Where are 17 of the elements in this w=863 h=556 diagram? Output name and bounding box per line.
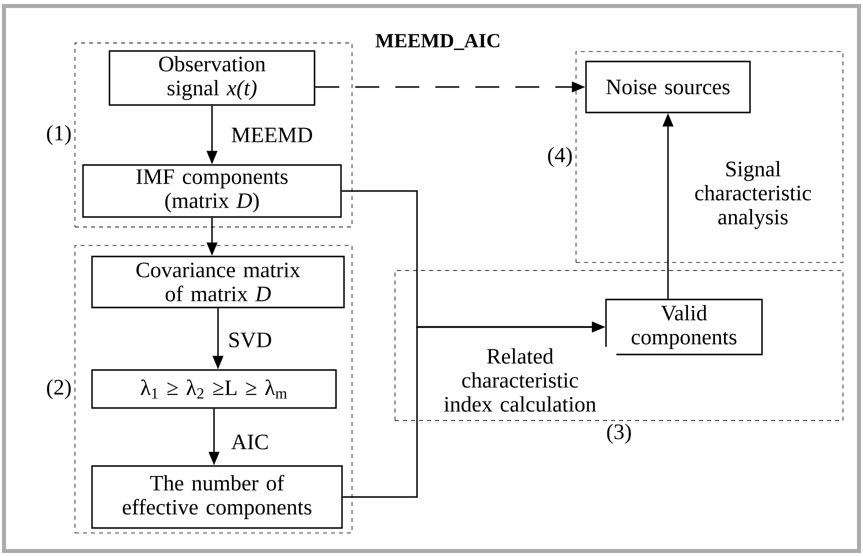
process-box: Observation signal x(t): [108, 50, 316, 106]
title: MEEMD_AIC: [376, 34, 500, 50]
process-box: Noise sources: [585, 60, 751, 114]
node-label: (2): [47, 379, 71, 400]
process-box: Covariance matrix of matrix D: [91, 256, 345, 308]
edge-label: Signal characteristic analysis: [676, 160, 830, 230]
edge-label: MEEMD: [230, 126, 314, 144]
edge-label: SVD: [226, 331, 274, 349]
edge-label: Related characteristic index calculation: [424, 346, 616, 414]
process-box: The number of effective components: [91, 465, 343, 529]
process-box: Valid components: [605, 298, 763, 356]
process-box: λ$_{1}$ ≥ λ$_{2}$ ≥L ≥ λ$_{m}$: [91, 369, 337, 409]
edge-label: AIC: [230, 433, 270, 451]
process-box: IMF components (matrix D): [82, 164, 342, 218]
node-label: (4): [548, 147, 572, 167]
node-label: (3): [607, 424, 631, 444]
node-label: (1): [47, 125, 71, 145]
